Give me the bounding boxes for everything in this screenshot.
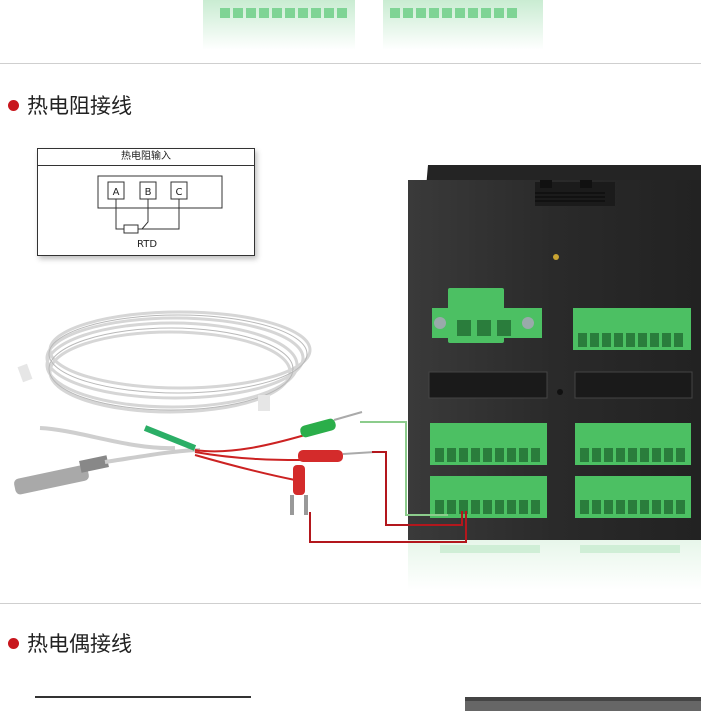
thermocouple-diagram-edge xyxy=(35,696,251,708)
controller-device-image xyxy=(408,165,701,590)
rtd-diagram: 热电阻输入 A B C RTD xyxy=(37,148,255,256)
section-title-rtd: 热电阻接线 xyxy=(8,90,132,120)
rtd-diagram-header: 热电阻输入 xyxy=(38,149,254,166)
thermocouple-device-edge xyxy=(465,697,701,711)
terminal-label-b: B xyxy=(145,187,152,198)
terminal-label-c: C xyxy=(176,187,183,198)
bullet-icon xyxy=(8,637,19,649)
top-terminal-reflection xyxy=(203,0,543,50)
divider-top xyxy=(0,63,701,64)
rtd-caption: RTD xyxy=(137,239,157,250)
bullet-icon xyxy=(8,99,19,111)
terminal-label-a: A xyxy=(113,187,120,198)
rtd-probe-wiring xyxy=(14,310,467,543)
rtd-schematic: A B C RTD xyxy=(97,175,223,250)
divider-bottom xyxy=(0,603,701,604)
section-title-text: 热电阻接线 xyxy=(27,94,132,118)
section-title-thermocouple: 热电偶接线 xyxy=(8,628,132,658)
section-title-text: 热电偶接线 xyxy=(27,632,132,656)
